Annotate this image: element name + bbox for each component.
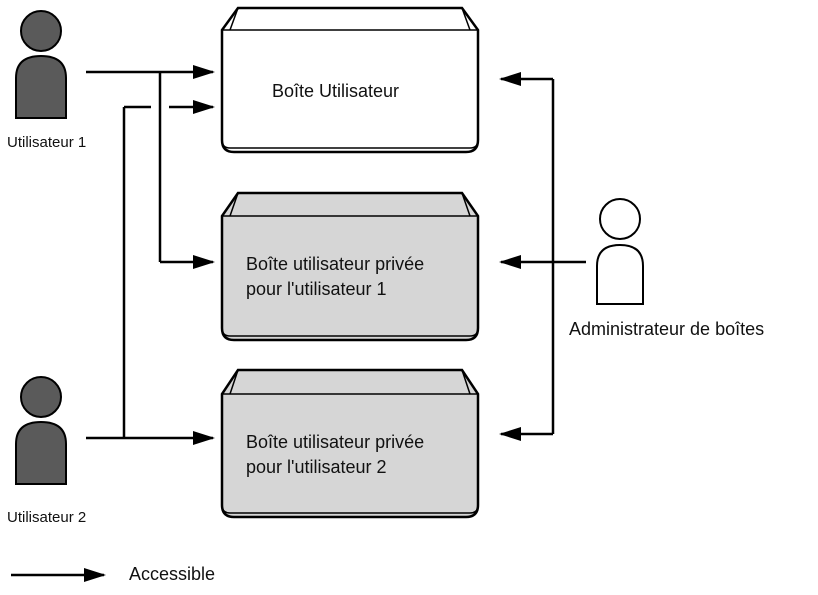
- private-box-2-label-line-2: pour l'utilisateur 2: [246, 457, 387, 477]
- public-box-label: Boîte Utilisateur: [272, 81, 400, 101]
- legend-label: Accessible: [129, 564, 216, 584]
- admin-access-lines: [499, 72, 586, 441]
- user-1-access-lines: [86, 65, 215, 269]
- public-user-box: [220, 6, 480, 154]
- private-box-2-label-line-1: Boîte utilisateur privée: [246, 432, 425, 452]
- private-box-user-2: [220, 368, 480, 519]
- private-box-1-label-line-1: Boîte utilisateur privée: [246, 254, 425, 274]
- admin-label: Administrateur de boîtes: [569, 319, 765, 339]
- user-1-label: Utilisateur 1: [7, 134, 87, 151]
- user-2-icon: [15, 376, 67, 485]
- private-box-1-label-line-2: pour l'utilisateur 1: [246, 279, 387, 299]
- private-box-user-1: [220, 191, 480, 342]
- user-2-access-lines: [86, 100, 215, 445]
- user-2-label: Utilisateur 2: [7, 509, 87, 526]
- user-1-icon: [15, 10, 67, 119]
- admin-icon: [596, 198, 644, 305]
